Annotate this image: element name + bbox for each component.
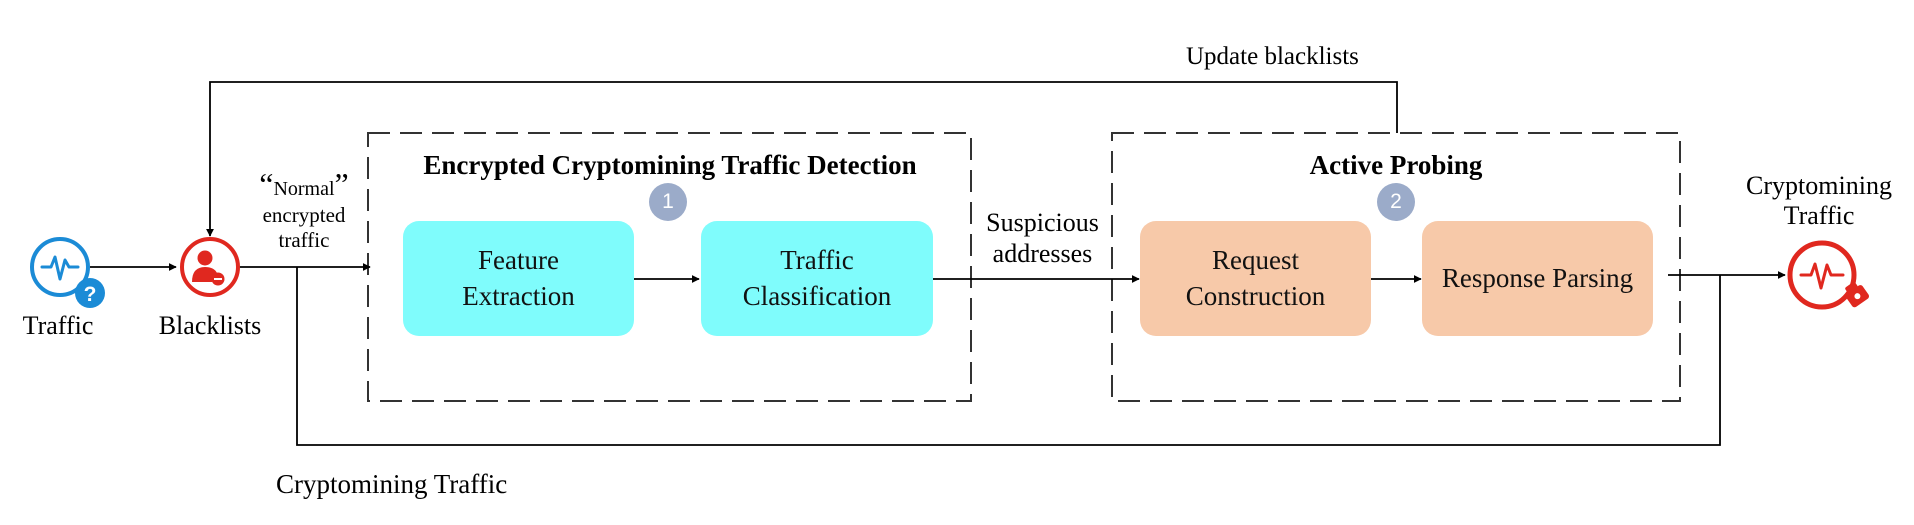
- blacklists-label: Blacklists: [158, 311, 262, 340]
- traffic-classification-line2: Classification: [742, 280, 892, 311]
- update-blacklists-label: Update blacklists: [1186, 43, 1359, 70]
- cryptomining-bypass-line: [296, 267, 1721, 446]
- alert-waveform-icon: [1787, 240, 1870, 310]
- detection-stage-title: Encrypted Cryptomining Traffic Detection: [423, 150, 917, 180]
- question-mark-icon: ?: [75, 278, 105, 308]
- suspicious-word: Suspicious: [986, 208, 1099, 237]
- probing-stage-frame: [1111, 132, 1681, 402]
- response-parsing-label: Response Parsing: [1441, 262, 1634, 293]
- traffic-classification-box: Traffic Classification: [701, 221, 933, 336]
- update-blacklists-loop: [206, 81, 1398, 237]
- normal-close-quote: ”: [334, 166, 349, 202]
- user-block-icon: [180, 237, 240, 297]
- traffic-classification-line1: Traffic: [780, 245, 854, 276]
- traffic-waveform-icon: [30, 237, 90, 297]
- cryptomining-traffic-bypass-label: Cryptomining Traffic: [276, 469, 508, 499]
- cryptomining-traffic-output-label: Cryptomining Traffic: [1724, 171, 1914, 231]
- request-construction-box: Request Construction: [1140, 221, 1371, 336]
- request-construction-line2: Construction: [1185, 280, 1326, 311]
- svg-text:?: ?: [84, 283, 97, 306]
- traffic-label: Traffic: [22, 311, 94, 340]
- feature-extraction-box: Feature Extraction: [403, 221, 634, 336]
- addresses-word: addresses: [992, 238, 1093, 268]
- suspicious-addresses-label: Suspicious addresses: [965, 208, 1120, 269]
- probing-stage-badge: 2: [1377, 183, 1415, 221]
- output-line1: Cryptomining: [1746, 171, 1892, 200]
- normal-encrypted-traffic-label: “Normal” encrypted traffic: [236, 166, 372, 252]
- output-line2: Traffic: [1783, 200, 1855, 230]
- feature-extraction-line2: Extraction: [462, 280, 575, 311]
- detection-stage-badge: 1: [649, 183, 687, 221]
- request-construction-line1: Request: [1212, 245, 1299, 276]
- encrypted-traffic-word: traffic: [278, 227, 330, 252]
- feature-extraction-line1: Feature: [478, 245, 559, 276]
- normal-word: Normal: [273, 178, 335, 200]
- response-parsing-box: Response Parsing: [1422, 221, 1653, 336]
- probing-stage-title: Active Probing: [1309, 150, 1483, 180]
- encrypted-word: encrypted: [262, 202, 346, 227]
- normal-open-quote: “: [259, 166, 274, 202]
